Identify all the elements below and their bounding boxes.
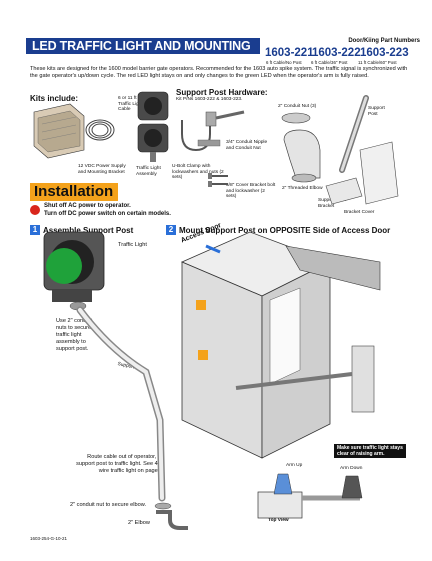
bracket-illustration	[325, 141, 399, 205]
green-signal-icon	[46, 248, 82, 284]
conduit-nut-label: 2" Conduit Nut (3)	[278, 104, 317, 109]
cable-coil-illustration	[85, 119, 115, 141]
power-supply-label: 12 VDC Power Supply and Mounting Bracket	[78, 164, 126, 175]
warning-label-icon	[196, 300, 206, 310]
warning-dc-power: Turn off DC power switch on certain mode…	[44, 211, 171, 217]
traffic-light-label: Traffic Light	[118, 242, 147, 248]
cable-label: 6 or 11 ft Traffic Light Cable	[118, 96, 143, 113]
part-number-223: 1603-223	[360, 47, 409, 59]
support-post-label: Support Post	[368, 106, 385, 117]
hardware-subheading: Kit P/Ns 1603-222 & 1603-223.	[176, 97, 243, 102]
arm-clearance-note: Make sure traffic light stays clear of r…	[334, 444, 406, 458]
cover-bolt-illustration	[208, 173, 228, 187]
support-post-illustration	[339, 95, 369, 173]
power-supply-illustration	[33, 103, 85, 159]
step-2-title: Mount Support Post on OPPOSITE Side of A…	[179, 226, 391, 235]
access-door-arrow	[205, 244, 221, 254]
conduit-nut-note: Use 2" conduit nuts to secure traffic li…	[56, 318, 93, 352]
intro-paragraph: These kits are designed for the 1600 mod…	[30, 66, 408, 79]
bracket-cover-label: Bracket Cover	[344, 210, 375, 215]
warning-icon	[30, 205, 40, 215]
elbow-label: 2" Threaded Elbow	[282, 186, 323, 191]
warning-label-icon-2	[198, 350, 208, 360]
kit-includes-heading: Kits include:	[30, 94, 79, 103]
u-bolt-label: U-Bolt Clamp with lockwashers and nuts (…	[172, 164, 224, 181]
gate-arm-illustration	[285, 245, 381, 291]
installation-heading: Installation	[30, 183, 118, 201]
step-1-title: Assemble Support Post	[43, 226, 134, 235]
traffic-light-small-illustration	[137, 91, 169, 162]
elbow-2in-label: 2" Elbow	[128, 520, 150, 526]
kit-title: LED TRAFFIC LIGHT AND MOUNTING KIT	[26, 38, 260, 69]
operator-cabinet-illustration	[180, 231, 331, 459]
step-2-number: 2	[166, 225, 176, 235]
arm-down-label: Arm Down	[340, 466, 363, 471]
cover-bolt-label: 5/8" Cover Bracket bolt and lockwasher (…	[226, 183, 276, 200]
traffic-light-assembly-label: Traffic Light Assembly	[136, 166, 161, 177]
route-cable-note: Route cable out of operator, up support …	[76, 454, 164, 474]
part-numbers-label: Door/Kiing Part Numbers	[348, 38, 420, 44]
traffic-light-large-illustration	[43, 231, 105, 311]
support-post-long-illustration	[76, 306, 188, 530]
hardware-heading: Support Post Hardware:	[176, 88, 268, 97]
top-view-illustration	[257, 473, 363, 519]
step-1-number: 1	[30, 225, 40, 235]
arm-up-label: Arm Up	[286, 463, 303, 468]
part-desc-223: 11 ft Cable/60" Post	[358, 60, 397, 65]
nipple-label: 3/4" Conduit Nipple and Conduit Nut	[226, 140, 268, 151]
part-desc-222: 6 ft Cable/36" Post	[311, 60, 348, 65]
conduit-nut-elbow-note: 2" conduit nut to secure elbow.	[70, 502, 146, 508]
doc-number: 1603-254-G-10-21	[30, 536, 68, 541]
conduit-nipple-illustration	[205, 110, 245, 127]
top-view-label: Top View	[268, 518, 289, 523]
part-number-221: 1603-221	[265, 47, 314, 59]
mounted-post-illustration	[235, 345, 375, 413]
part-desc-221: 6 ft Cable/No Post	[266, 60, 302, 65]
warning-ac-power: Shut off AC power to operator.	[44, 203, 131, 209]
elbow-illustration	[281, 112, 321, 183]
part-number-222: 1603-222	[312, 47, 361, 59]
